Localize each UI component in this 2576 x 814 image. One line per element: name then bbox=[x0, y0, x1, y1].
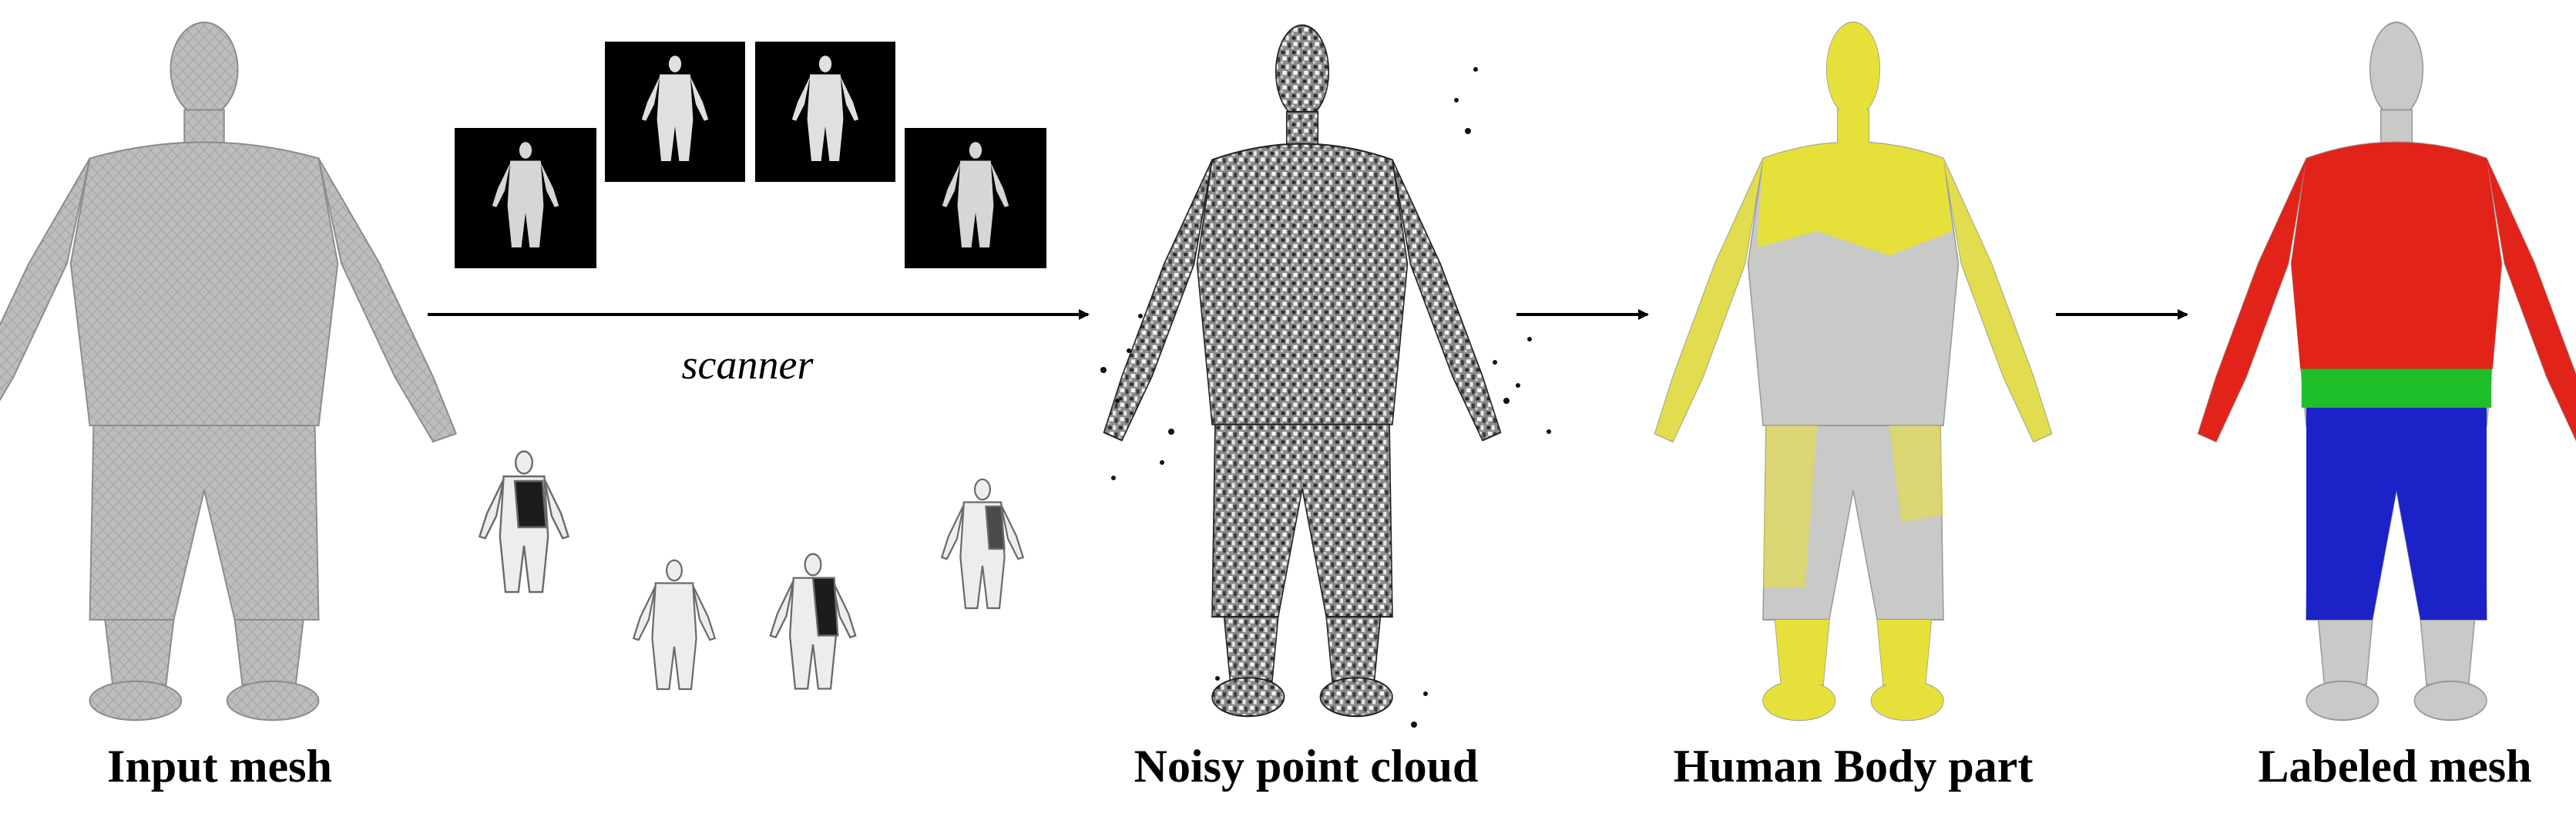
partial-scan-3 bbox=[769, 553, 857, 690]
caption-noisy-point-cloud: Noisy point cloud bbox=[1134, 741, 1479, 792]
scanner-arrow-label: scanner bbox=[681, 341, 814, 388]
render-panel-4 bbox=[905, 128, 1046, 268]
partial-scans bbox=[479, 450, 1024, 691]
point-cloud-noise-dots bbox=[1100, 67, 1551, 728]
render-panel-1 bbox=[455, 128, 596, 268]
render-panel-2 bbox=[605, 42, 745, 182]
render-panel-3 bbox=[755, 42, 895, 182]
labeled-mesh-figure bbox=[2197, 22, 2576, 722]
partial-scan-1 bbox=[479, 450, 569, 594]
body-part-figure bbox=[1654, 22, 2053, 722]
caption-human-body-part: Human Body part bbox=[1673, 741, 2034, 792]
caption-input-mesh: Input mesh bbox=[107, 741, 332, 792]
partial-scan-4 bbox=[941, 478, 1024, 610]
partial-scan-2 bbox=[633, 559, 716, 691]
caption-labeled-mesh: Labeled mesh bbox=[2258, 741, 2532, 792]
point-cloud-figure bbox=[1103, 24, 1502, 718]
input-mesh-figure bbox=[0, 22, 457, 722]
